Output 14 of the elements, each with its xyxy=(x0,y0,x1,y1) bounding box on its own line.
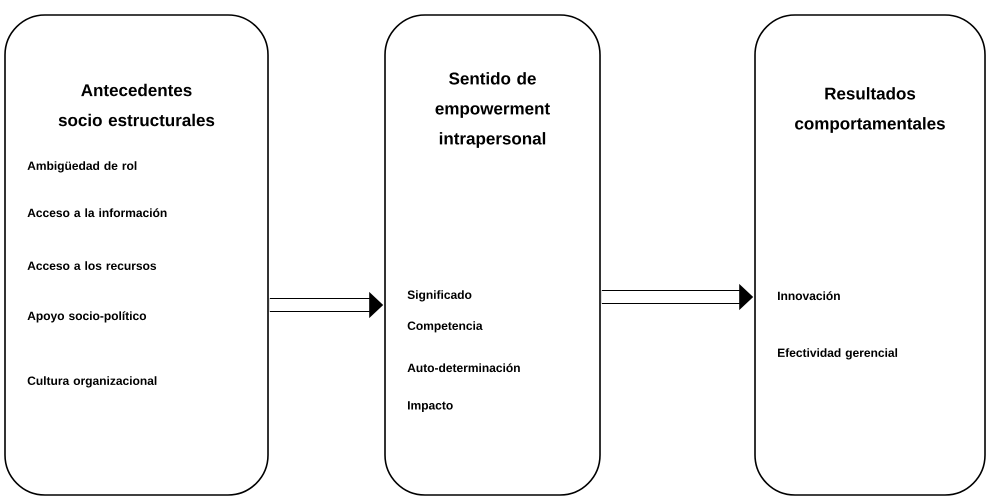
heading: Resultados comportamentales xyxy=(795,87,945,133)
list-item: Impacto xyxy=(408,401,453,412)
heading: Antecedentes socio estructurales xyxy=(58,84,214,126)
list-item: Ambigüedad de rol xyxy=(28,161,136,172)
list-item: Acceso a los recursos xyxy=(28,261,156,270)
list-item: Cultura organizacional xyxy=(28,376,156,388)
list-item: Efectividad gerencial xyxy=(778,348,898,360)
list-item: Apoyo socio-político xyxy=(28,311,146,322)
list-item: Innovación xyxy=(778,291,840,300)
heading: Sentido de empowerment intrapersonal xyxy=(436,72,550,148)
list-item: Acceso a la información xyxy=(28,208,166,218)
list-item: Auto-determinación xyxy=(408,363,520,372)
list-item: Significado xyxy=(408,290,472,302)
list-item: Competencia xyxy=(408,321,483,332)
